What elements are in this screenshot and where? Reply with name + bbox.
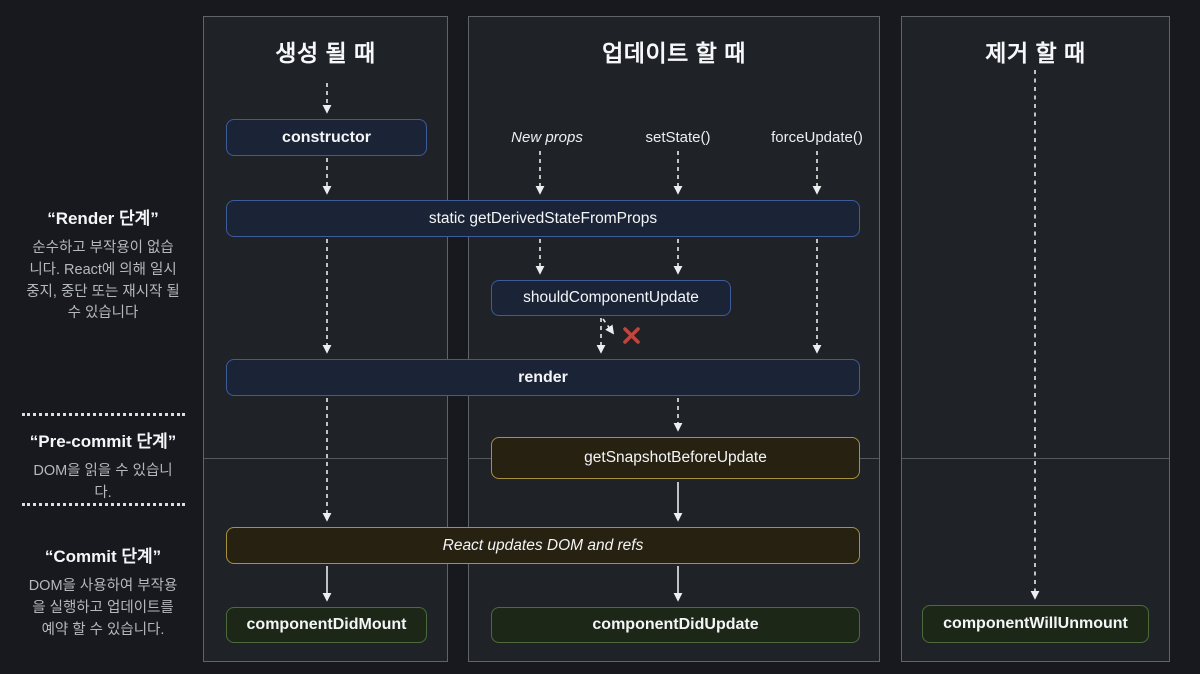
phase-section-render: “Render 단계” 순수하고 부작용이 없습 니다. React에 의해 일… xyxy=(8,204,198,325)
phase-title-precommit: “Pre-commit 단계” xyxy=(29,432,177,451)
phase-section-commit: “Commit 단계” DOM을 사용하여 부작용 을 실행하고 업데이트를 예… xyxy=(8,542,198,641)
node-get-snapshot-before-update: getSnapshotBeforeUpdate xyxy=(491,437,860,479)
trigger-label-setstate: setState() xyxy=(645,129,711,146)
phase-description-precommit: DOM을 읽을 수 있습니 다. xyxy=(33,463,173,501)
column-title-updating: 업데이트 할 때 xyxy=(602,40,746,66)
node-component-did-update: componentDidUpdate xyxy=(491,607,860,643)
trigger-label-forceupdate: forceUpdate() xyxy=(771,129,863,146)
column-title-unmounting: 제거 할 때 xyxy=(985,40,1086,66)
column-unmounting-divider xyxy=(902,458,1169,459)
phase-title-render: “Render 단계” xyxy=(47,209,159,228)
phase-description-commit: DOM을 사용하여 부작용 을 실행하고 업데이트를 예약 할 수 있습니다. xyxy=(28,578,178,638)
trigger-label-new-props: New props xyxy=(511,129,583,146)
phase-description-render: 순수하고 부작용이 없습 니다. React에 의해 일시 중지, 중단 또는 … xyxy=(26,240,180,322)
column-title-mounting: 생성 될 때 xyxy=(275,40,376,66)
node-render: render xyxy=(226,359,860,396)
node-component-did-mount: componentDidMount xyxy=(226,607,427,643)
column-mounting: 생성 될 때 xyxy=(203,16,448,662)
column-updating: 업데이트 할 때 xyxy=(468,16,880,662)
column-mounting-divider xyxy=(204,458,447,459)
phase-section-precommit: “Pre-commit 단계” DOM을 읽을 수 있습니 다. xyxy=(8,427,198,505)
phase-title-commit: “Commit 단계” xyxy=(44,547,162,566)
node-constructor: constructor xyxy=(226,119,427,156)
node-react-updates-dom: React updates DOM and refs xyxy=(226,527,860,564)
node-get-derived-state-from-props: static getDerivedStateFromProps xyxy=(226,200,860,237)
phase-divider-1 xyxy=(22,413,185,416)
phase-divider-2 xyxy=(22,503,185,506)
node-should-component-update: shouldComponentUpdate xyxy=(491,280,731,316)
column-unmounting: 제거 할 때 xyxy=(901,16,1170,662)
node-component-will-unmount: componentWillUnmount xyxy=(922,605,1149,643)
